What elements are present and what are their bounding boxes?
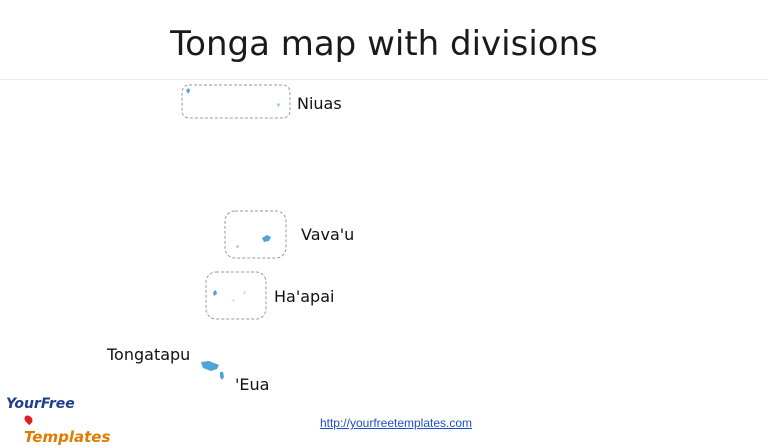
haapai-frame	[205, 271, 267, 320]
vavau-island-1[interactable]	[262, 235, 271, 242]
niuas-island-1[interactable]	[186, 88, 190, 94]
vavau-frame	[224, 210, 287, 259]
haapai-island-3[interactable]	[232, 299, 235, 302]
tonga-map	[181, 84, 291, 380]
logo-templates: Templates	[24, 428, 111, 446]
niuas-island-2[interactable]	[277, 103, 280, 107]
tongatapu-island[interactable]	[201, 361, 219, 371]
title-divider	[0, 79, 768, 80]
label-vavau: Vava'u	[301, 225, 355, 244]
label-eua: 'Eua	[235, 375, 270, 394]
label-tongatapu: Tongatapu	[107, 345, 191, 364]
footer-link[interactable]: http://yourfreetemplates.com	[319, 416, 473, 430]
haapai-island-1[interactable]	[213, 290, 217, 296]
logo-free: Free	[40, 396, 75, 412]
vavau-island-2[interactable]	[236, 245, 239, 248]
label-niuas: Niuas	[297, 94, 342, 113]
eua-island[interactable]	[220, 372, 224, 380]
logo-your: Your	[6, 396, 41, 412]
niuas-frame	[181, 84, 291, 119]
haapai-island-2[interactable]	[243, 291, 246, 295]
label-haapai: Ha'apai	[274, 287, 335, 306]
page-title: Tonga map with divisions	[170, 24, 598, 64]
